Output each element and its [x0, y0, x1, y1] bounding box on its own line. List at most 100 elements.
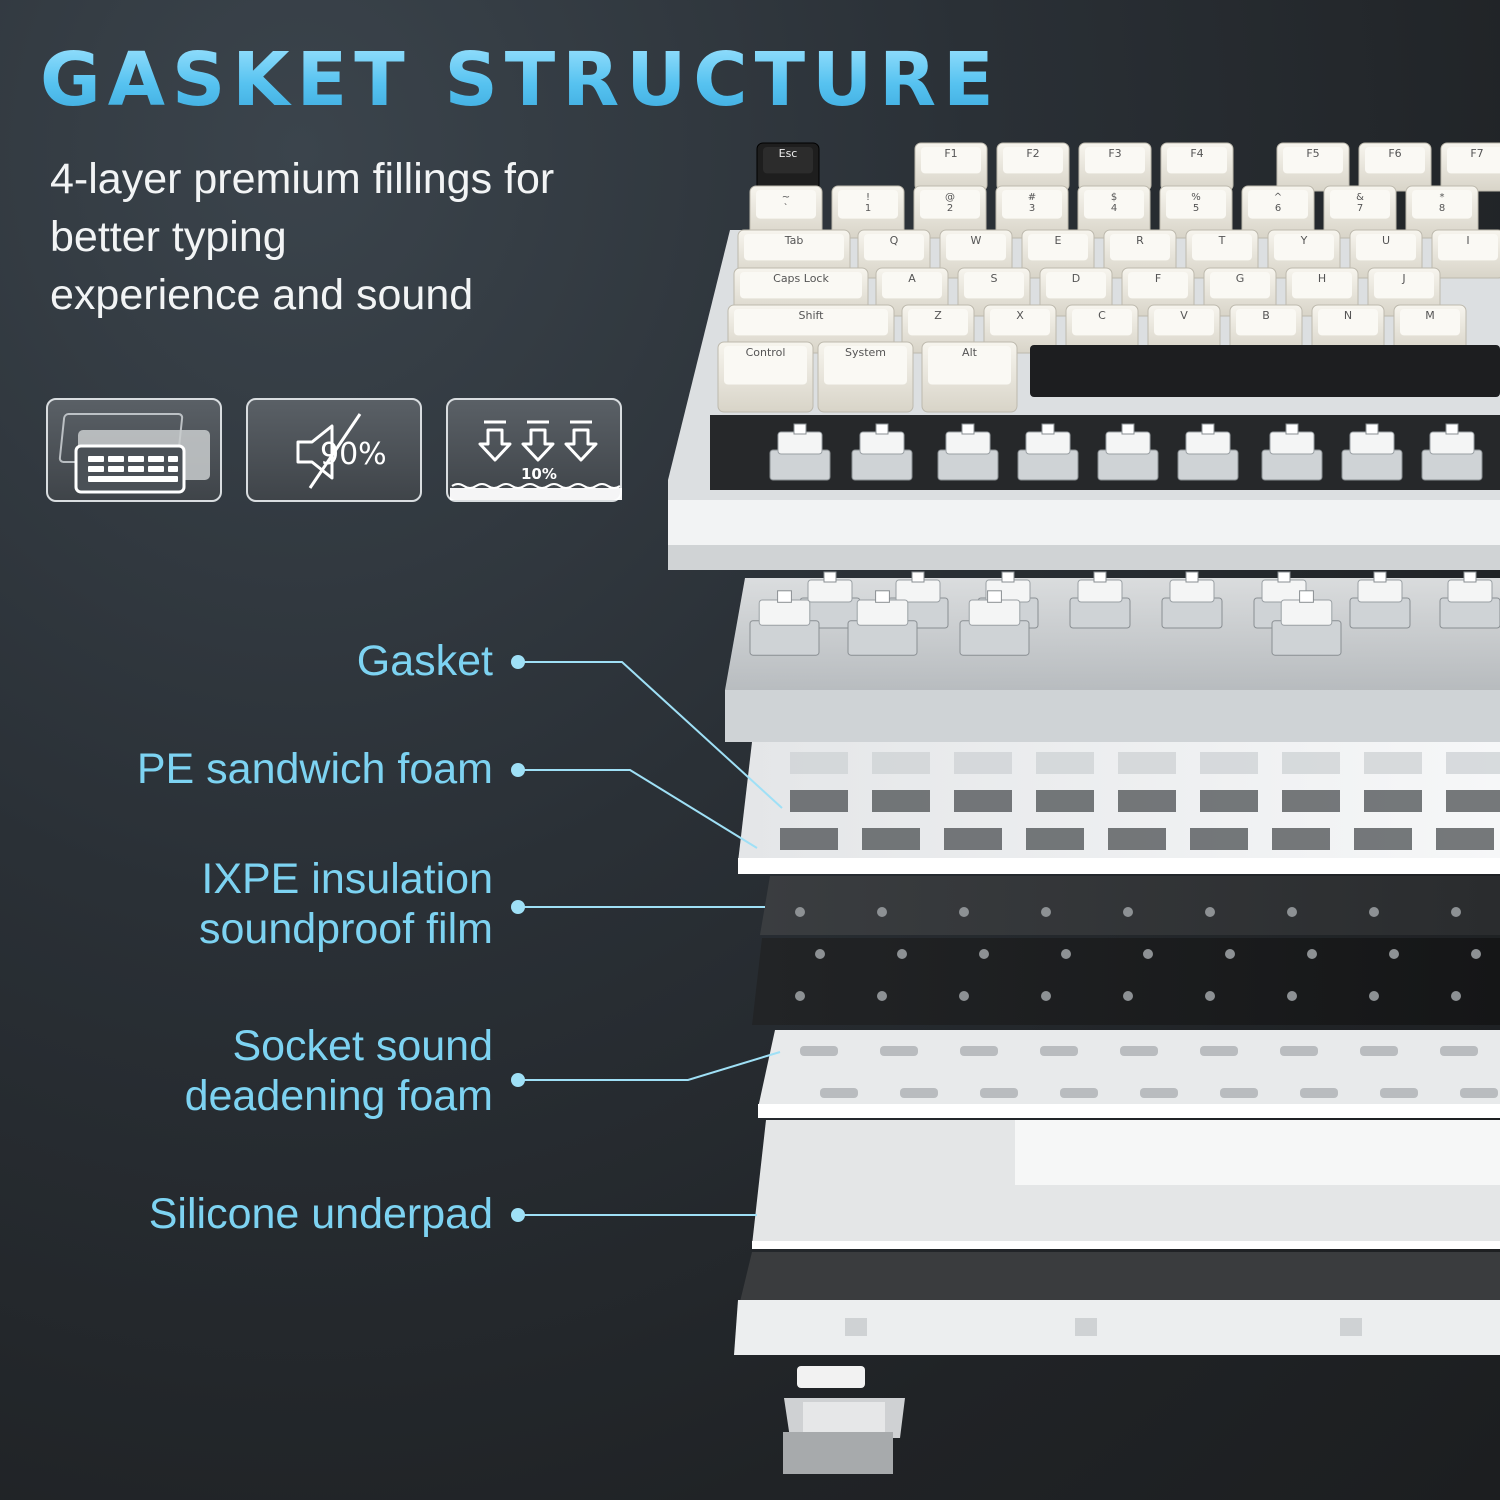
- keycap-number: &7: [1323, 185, 1397, 239]
- switch-row: [769, 423, 1483, 481]
- keycap-r: R: [1103, 229, 1177, 279]
- socket-foam-dot: [511, 1073, 525, 1087]
- pcb-hole: [795, 907, 805, 917]
- plate-cutout: [1282, 790, 1340, 812]
- keycap-legend: 3: [1029, 203, 1035, 214]
- keycap-legend: Z: [934, 309, 942, 322]
- plate-cutout: [1446, 790, 1500, 812]
- keycap-number: *8: [1405, 185, 1479, 239]
- socket-hole: [1060, 1088, 1098, 1098]
- layer-label-pe-foam: PE sandwich foam: [136, 745, 493, 793]
- subtitle: 4-layer premium fillings for better typi…: [50, 155, 555, 319]
- socket-hole: [1440, 1046, 1478, 1056]
- keycap-legend: Y: [1300, 234, 1308, 247]
- plate-cutout: [1272, 828, 1330, 850]
- keycap-legend: F5: [1306, 147, 1319, 160]
- plate-cutout: [954, 790, 1012, 812]
- mechanical-switch: [1439, 571, 1500, 629]
- loose-switch: [783, 1366, 905, 1474]
- keycap-q: Q: [857, 229, 931, 279]
- keycap-number: !1: [831, 185, 905, 239]
- keycap-legend: &: [1356, 192, 1364, 203]
- mute-percent-label: 90%: [320, 437, 387, 472]
- keycap-legend: U: [1382, 234, 1390, 247]
- pcb-hole: [1287, 907, 1297, 917]
- pcb-hole: [877, 907, 887, 917]
- keycap-legend: M: [1425, 309, 1435, 322]
- keycap-esc: Esc: [756, 142, 820, 192]
- pcb-hole: [979, 949, 989, 959]
- keycap-legend: Shift: [798, 309, 824, 322]
- keycap-legend: Q: [890, 234, 899, 247]
- plate-cutout: [1108, 828, 1166, 850]
- page-title: GASKET STRUCTURE: [40, 37, 1001, 123]
- socket-hole: [980, 1088, 1018, 1098]
- keycap-u: U: [1349, 229, 1423, 279]
- gasket-dot: [511, 655, 525, 669]
- keycap-legend: H: [1318, 272, 1326, 285]
- mechanical-switch: [1177, 423, 1239, 481]
- plate-cutout: [1118, 752, 1176, 774]
- keycap-legend: 5: [1193, 203, 1199, 214]
- keycap-d: D: [1039, 267, 1113, 317]
- keycap-legend: B: [1262, 309, 1270, 322]
- keycap-legend: ^: [1274, 192, 1282, 203]
- plate-cutout: [862, 828, 920, 850]
- keycap-h: H: [1285, 267, 1359, 317]
- socket-hole: [820, 1088, 858, 1098]
- keycap-legend: F7: [1470, 147, 1483, 160]
- keycap-legend: 2: [947, 203, 953, 214]
- mechanical-switch: [1341, 423, 1403, 481]
- keycap-legend: `: [784, 202, 789, 214]
- pcb-hole: [1369, 991, 1379, 1001]
- mechanical-switch: [1271, 590, 1342, 656]
- keycap-f3: F3: [1078, 142, 1152, 192]
- pcb-hole: [959, 991, 969, 1001]
- pcb-hole: [1369, 907, 1379, 917]
- spacebar-keycap: [1030, 345, 1500, 397]
- plate-cutout: [1364, 790, 1422, 812]
- pcb-hole: [877, 991, 887, 1001]
- keycap-legend: F6: [1388, 147, 1401, 160]
- keycap-legend: @: [945, 192, 955, 203]
- cushion-arrows-icon: 10%: [446, 398, 622, 502]
- mechanical-switch: [1349, 571, 1411, 629]
- keycap-c: C: [1065, 304, 1139, 354]
- keycap-f2: F2: [996, 142, 1070, 192]
- keycap-legend: %: [1191, 192, 1201, 203]
- keycap-z: Z: [901, 304, 975, 354]
- pcb-hole: [1471, 949, 1481, 959]
- keycap-legend: D: [1072, 272, 1080, 285]
- pcb-hole: [795, 991, 805, 1001]
- mechanical-switch: [1097, 423, 1159, 481]
- socket-hole: [1220, 1088, 1258, 1098]
- plate-cutout: [1026, 828, 1084, 850]
- keycap-number: %5: [1159, 185, 1233, 239]
- pcb-hole: [1041, 907, 1051, 917]
- keycap-legend: G: [1236, 272, 1245, 285]
- keycap-v: V: [1147, 304, 1221, 354]
- mechanical-switch: [1017, 423, 1079, 481]
- mechanical-switch: [959, 590, 1030, 656]
- socket-hole: [1140, 1088, 1178, 1098]
- keycap-x: X: [983, 304, 1057, 354]
- keycap-legend: $: [1111, 192, 1117, 203]
- mechanical-switch: [769, 423, 831, 481]
- keycap-legend: R: [1136, 234, 1144, 247]
- keycap-t: T: [1185, 229, 1259, 279]
- plate-cutout: [1036, 790, 1094, 812]
- plate-cutout: [1436, 828, 1494, 850]
- keycap-legend: System: [845, 346, 886, 359]
- keycap-f7: F7: [1440, 142, 1500, 192]
- keycap-legend: 1: [865, 203, 871, 214]
- keycap-legend: 8: [1439, 203, 1445, 214]
- socket-hole: [1460, 1088, 1498, 1098]
- keyboard-bottom-case: [734, 1252, 1500, 1355]
- keycap-system: System: [817, 341, 914, 413]
- plate-cutout: [1364, 752, 1422, 774]
- keycap-legend: X: [1016, 309, 1024, 322]
- pcb-hole: [1205, 907, 1215, 917]
- plate-cutout: [872, 752, 930, 774]
- keycap-e: E: [1021, 229, 1095, 279]
